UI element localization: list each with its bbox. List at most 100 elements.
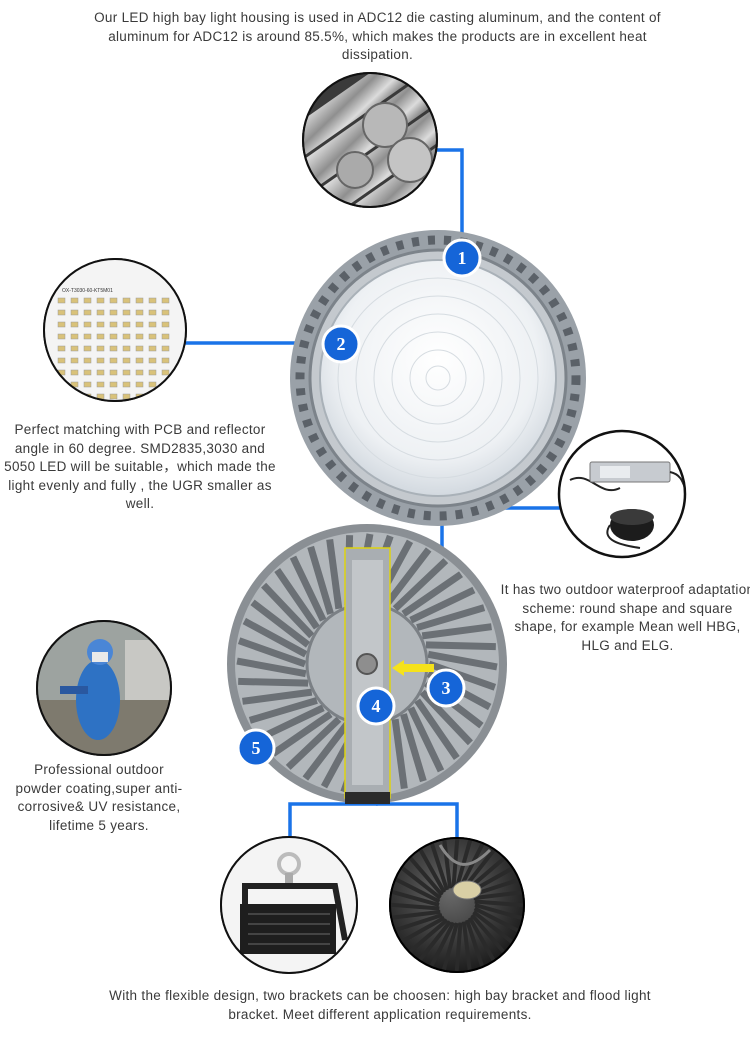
heatsink-fin — [429, 921, 456, 967]
led-chip — [109, 369, 118, 376]
lamp-front-view — [290, 230, 586, 526]
heatsink-fin — [408, 856, 444, 897]
led-chip — [96, 297, 105, 304]
heatsink-fin — [248, 697, 318, 724]
led-chip — [135, 381, 144, 388]
led-chip — [83, 357, 92, 364]
heatsink-fin — [391, 909, 441, 920]
led-chip — [96, 345, 105, 352]
heatsink-fin — [274, 568, 320, 630]
heatsink-fin — [400, 713, 427, 783]
heatsink-fin — [425, 641, 496, 651]
driver-description: It has two outdoor waterproof adaptation… — [500, 582, 750, 653]
led-chip — [57, 393, 66, 400]
heatsink-fin — [430, 843, 449, 891]
heatsink-fin — [401, 866, 442, 900]
led-chip — [148, 345, 157, 352]
heatsink-fin — [395, 913, 443, 932]
badge-3: 3 — [426, 668, 466, 708]
heatsink-fin — [474, 903, 523, 921]
led-chip — [70, 309, 79, 316]
pcb-label: OX-T3030-60-KT5M01 — [62, 288, 113, 294]
led-chip — [57, 357, 66, 364]
heatsink-fin — [467, 916, 496, 961]
led-chip — [148, 321, 157, 328]
led-chip — [148, 357, 157, 364]
led-chip — [109, 393, 118, 400]
coating-description: Professional outdoor powder coating,supe… — [15, 762, 183, 833]
led-chip — [122, 393, 131, 400]
led-chip — [109, 333, 118, 340]
heatsink-fin — [285, 716, 342, 770]
heatsink-fin — [470, 913, 506, 954]
led-chip — [70, 381, 79, 388]
led-chip — [83, 381, 92, 388]
heatsink-fin — [250, 599, 311, 648]
svg-text:4: 4 — [372, 696, 381, 716]
led-chip — [122, 381, 131, 388]
led-chip — [109, 321, 118, 328]
badge-4: 4 — [356, 686, 396, 726]
led-chip — [135, 369, 144, 376]
heatsink-fin — [458, 843, 485, 889]
heatsink-fin — [391, 718, 408, 789]
svg-text:5: 5 — [252, 738, 261, 758]
led-chip — [148, 333, 157, 340]
heatsink-fin — [271, 711, 333, 757]
led-chip — [57, 297, 66, 304]
led-chip — [135, 297, 144, 304]
led-chip — [70, 393, 79, 400]
led-chip — [148, 369, 157, 376]
led-chip — [109, 357, 118, 364]
led-chip — [83, 345, 92, 352]
brackets-description: With the flexible design, two brackets c… — [109, 988, 651, 1022]
heatsink-fin — [307, 545, 334, 615]
heatsink-fin — [421, 623, 492, 640]
heatsink-fin — [392, 558, 449, 612]
badge-2: 2 — [321, 324, 361, 364]
led-chip — [161, 297, 170, 304]
led-chip — [148, 393, 157, 400]
heatsink-fin — [416, 604, 486, 631]
heatsink-fin — [261, 582, 315, 639]
led-chip — [122, 297, 131, 304]
led-chip — [135, 321, 144, 328]
pointer-arrow-icon — [392, 660, 434, 676]
led-chip — [70, 357, 79, 364]
led-chip — [109, 309, 118, 316]
heatsink-fin — [465, 919, 484, 967]
led-chip — [57, 321, 66, 328]
led-chip — [148, 309, 157, 316]
heatsink-fin — [418, 920, 452, 961]
led-chip — [83, 321, 92, 328]
heatsink-fin — [395, 877, 441, 904]
led-chip — [161, 333, 170, 340]
heatsink-fin — [390, 902, 440, 911]
led-chip — [96, 357, 105, 364]
led-chip — [122, 309, 131, 316]
led-chip — [96, 309, 105, 316]
led-chip — [161, 309, 170, 316]
led-chip — [83, 297, 92, 304]
heatsink-fin — [236, 657, 307, 678]
aluminum-description: Our LED high bay light housing is used i… — [94, 10, 661, 62]
led-chip — [161, 357, 170, 364]
led-chip — [109, 297, 118, 304]
led-chip — [83, 333, 92, 340]
led-chip — [122, 369, 131, 376]
led-chip — [148, 381, 157, 388]
aluminum-rods-photo — [302, 72, 438, 208]
led-chip — [161, 321, 170, 328]
led-chip — [57, 309, 66, 316]
led-chip — [135, 345, 144, 352]
led-chip — [135, 309, 144, 316]
svg-text:1: 1 — [458, 248, 467, 268]
led-chip — [122, 357, 131, 364]
heatsink-fin — [427, 650, 498, 671]
led-chip — [96, 333, 105, 340]
heatsink-fin — [326, 539, 343, 610]
led-chip — [83, 369, 92, 376]
heatsink-fin — [409, 586, 476, 624]
pcb-description: Perfect matching with PCB and reflector … — [4, 422, 276, 511]
